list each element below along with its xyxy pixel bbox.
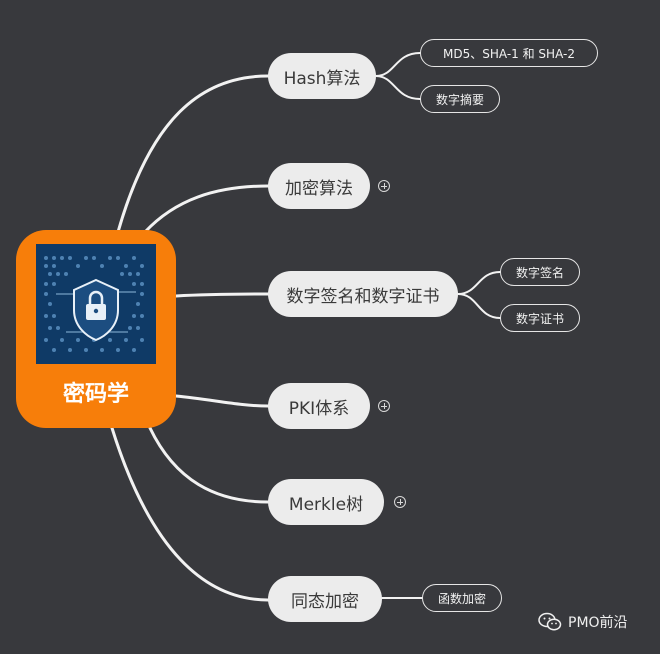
leaf-md5-sha[interactable]: MD5、SHA-1 和 SHA-2 <box>420 39 598 67</box>
leaf-certificate[interactable]: 数字证书 <box>500 304 580 332</box>
link-leaf-cert <box>457 293 501 319</box>
watermark-label: PMO前沿 <box>568 615 628 631</box>
link-leaf-digest <box>375 75 421 100</box>
watermark: PMO前沿 <box>538 612 628 632</box>
central-topic[interactable]: 密码学 <box>16 230 176 428</box>
lock-circuit-icon <box>36 244 156 364</box>
link-hash <box>116 74 270 234</box>
wechat-icon <box>538 612 562 632</box>
branch-encryption[interactable]: 加密算法 <box>268 163 370 209</box>
link-signature <box>174 292 270 298</box>
link-encrypt <box>143 184 270 234</box>
link-leaf-sign <box>457 271 501 295</box>
leaf-signature[interactable]: 数字签名 <box>500 258 580 286</box>
branch-hash[interactable]: Hash算法 <box>268 53 376 99</box>
link-merkle <box>148 426 270 504</box>
branch-pki[interactable]: PKI体系 <box>268 383 370 429</box>
link-leaf-md5 <box>375 52 421 77</box>
branch-merkle[interactable]: Merkle树 <box>268 479 384 525</box>
link-homomorphic <box>110 426 270 602</box>
expand-icon[interactable] <box>378 180 390 192</box>
expand-icon[interactable] <box>394 496 406 508</box>
branch-signature-cert[interactable]: 数字签名和数字证书 <box>268 271 458 317</box>
central-topic-label: 密码学 <box>62 382 129 407</box>
branch-homomorphic[interactable]: 同态加密 <box>268 576 382 622</box>
expand-icon[interactable] <box>378 400 390 412</box>
leaf-functional-encryption[interactable]: 函数加密 <box>422 584 502 612</box>
link-pki <box>174 394 270 408</box>
leaf-digest[interactable]: 数字摘要 <box>420 85 500 113</box>
